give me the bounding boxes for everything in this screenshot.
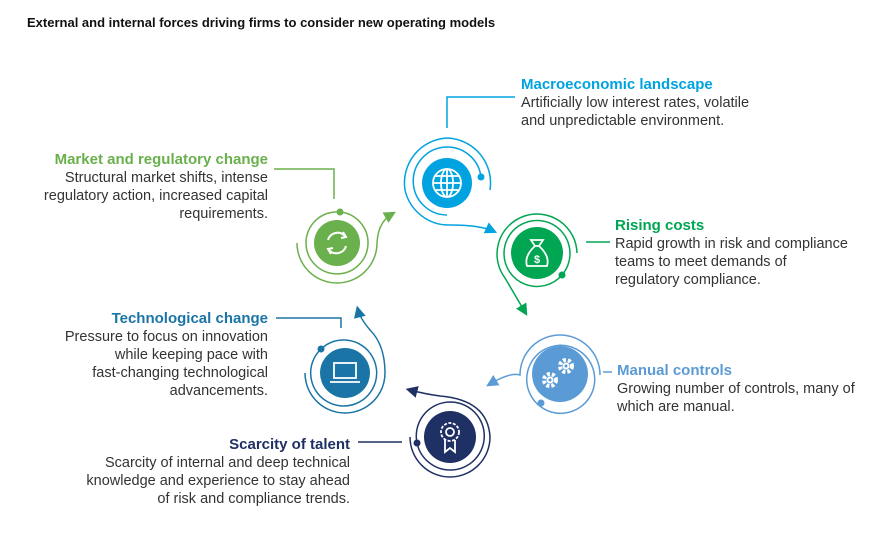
globe-icon (422, 158, 472, 208)
force-title: Scarcity of talent (229, 436, 350, 453)
connector-market (274, 168, 335, 199)
ring-dot (558, 271, 566, 279)
force-text: which are manual. (617, 399, 735, 415)
market-rings (296, 211, 396, 284)
force-manual: Manual controls Growing number of contro… (617, 362, 855, 416)
force-tech: Technological change Pressure to focus o… (65, 310, 268, 400)
force-text: Pressure to focus on innovation (64, 329, 268, 345)
force-macro: Macroeconomic landscape Artificially low… (521, 76, 749, 130)
ring-dot (413, 439, 421, 447)
force-text: knowledge and experience to stay ahead (86, 473, 350, 489)
force-title: Market and regulatory change (54, 151, 268, 168)
force-text: and unpredictable environment. (521, 113, 725, 129)
force-text: teams to meet demands of (615, 254, 787, 270)
diagram-title: External and internal forces driving fir… (27, 15, 496, 30)
rising-rings (496, 213, 578, 316)
force-text: of risk and compliance trends. (157, 491, 350, 507)
refresh-icon (314, 220, 360, 266)
force-title: Macroeconomic landscape (521, 76, 713, 93)
force-text: Scarcity of internal and deep technical (104, 455, 350, 471)
ring-dot (317, 345, 325, 353)
force-text: fast-changing technological (92, 365, 268, 381)
ring-dot (477, 173, 485, 181)
force-title: Technological change (111, 310, 268, 327)
force-text: regulatory action, increased capital (43, 188, 268, 204)
force-title: Rising costs (615, 217, 705, 234)
force-text: while keeping pace with (114, 347, 268, 363)
laptop-icon (320, 348, 370, 398)
talent-rings (405, 386, 491, 478)
force-talent: Scarcity of talent Scarcity of internal … (86, 436, 350, 508)
force-text: regulatory compliance. (615, 272, 761, 288)
force-text: Growing number of controls, many of (617, 381, 855, 397)
award-icon (424, 411, 476, 463)
connector-tech (276, 317, 342, 328)
svg-text:$: $ (534, 254, 540, 266)
money-bag-icon: $ (511, 227, 563, 279)
force-text: requirements. (179, 206, 268, 222)
force-title: Manual controls (617, 362, 733, 379)
force-text: Structural market shifts, intense (64, 170, 268, 186)
force-text: Artificially low interest rates, volatil… (521, 95, 750, 111)
ring-dot (537, 399, 545, 407)
ring-dot (336, 208, 344, 216)
force-text: advancements. (169, 383, 268, 399)
force-text: Rapid growth in risk and compliance (615, 236, 848, 252)
force-rising: Rising costs Rapid growth in risk and co… (615, 217, 848, 289)
macro-rings (403, 137, 493, 231)
connector-macro (446, 96, 515, 128)
gears-icon (532, 346, 588, 402)
force-market: Market and regulatory change Structural … (44, 151, 268, 223)
